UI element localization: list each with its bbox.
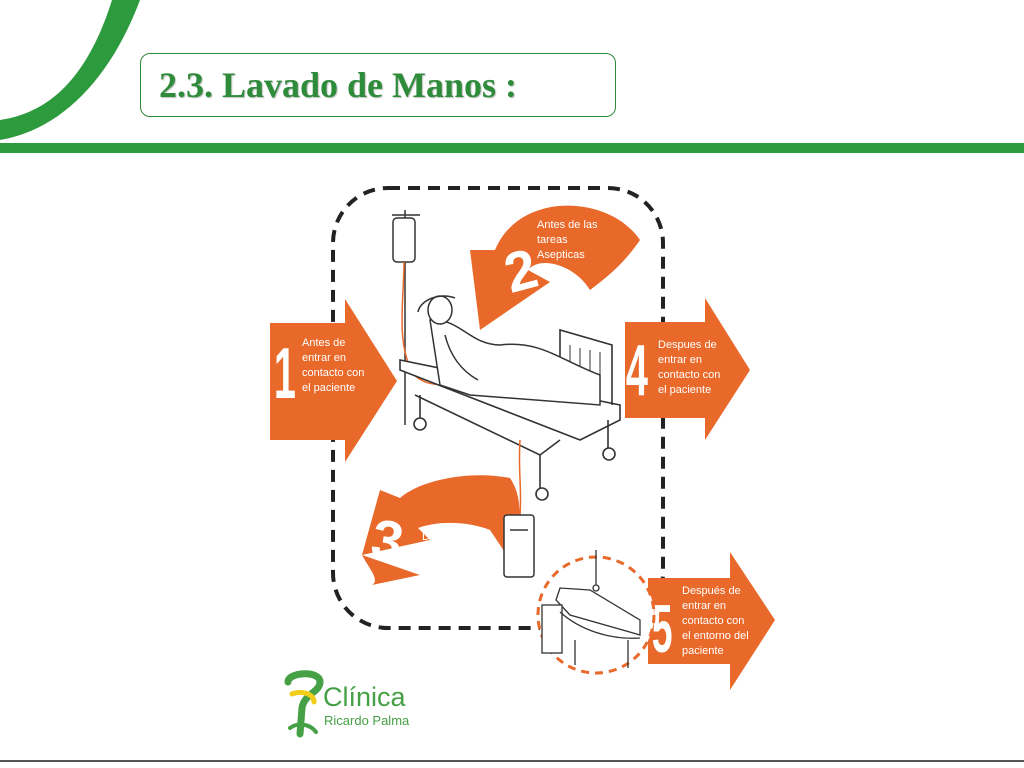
moment-1-line-4: el paciente <box>302 382 355 394</box>
moment-1-line-3: contacto con <box>302 367 364 379</box>
moment-3-arrow: 3 Después de contacto con fluidos corpor… <box>362 475 520 585</box>
moment-1-arrow: 1 Antes de entrar en contacto con el pac… <box>270 299 397 462</box>
corner-swoosh-decoration <box>0 0 140 140</box>
moment-4-line-1: Despues de <box>658 339 717 351</box>
title-box: 2.3. Lavado de Manos : <box>140 53 616 117</box>
moment-2-line-1: Antes de las <box>537 219 598 231</box>
moment-5-line-4: el entorno del <box>682 630 749 642</box>
moment-4-number: 4 <box>626 331 648 412</box>
header-band <box>0 143 1024 153</box>
moment-5-arrow: 5 Después de entrar en contacto con el e… <box>648 552 775 690</box>
moment-3-line-2: contacto con <box>418 546 480 558</box>
moment-5-line-3: contacto con <box>682 615 744 627</box>
moment-1-line-1: Antes de <box>302 337 345 349</box>
moment-4-line-4: el paciente <box>658 384 711 396</box>
moment-2-line-2: tareas <box>537 234 568 246</box>
moment-5-number: 5 <box>652 590 673 667</box>
moment-1-number: 1 <box>274 334 296 415</box>
clinic-logo-subname: Ricardo Palma <box>324 713 410 728</box>
moment-1-line-2: entrar en <box>302 352 346 364</box>
moment-4-arrow: 4 Despues de entrar en contacto con el p… <box>625 298 750 440</box>
moment-3-line-1: Después de <box>422 531 481 543</box>
moment-2-line-3: Asepticas <box>537 249 585 261</box>
moment-4-line-2: entrar en <box>658 354 702 366</box>
empty-bed-icon <box>541 550 641 668</box>
moment-3-line-3: fluidos corporales <box>404 561 491 573</box>
moment-5-line-1: Después de <box>682 585 741 597</box>
clinic-logo-mark <box>284 670 324 738</box>
moment-5-line-5: paciente <box>682 645 724 657</box>
moment-5-line-2: entrar en <box>682 600 726 612</box>
footer-line <box>0 760 1024 762</box>
clinic-logo-name: Clínica <box>323 682 406 712</box>
urine-bag-icon <box>503 439 535 578</box>
page-title: 2.3. Lavado de Manos : <box>159 65 518 105</box>
moment-4-line-3: contacto con <box>658 369 720 381</box>
patient-icon <box>417 295 601 406</box>
moment-2-arrow: 2 Antes de las tareas Asepticas <box>470 205 640 330</box>
